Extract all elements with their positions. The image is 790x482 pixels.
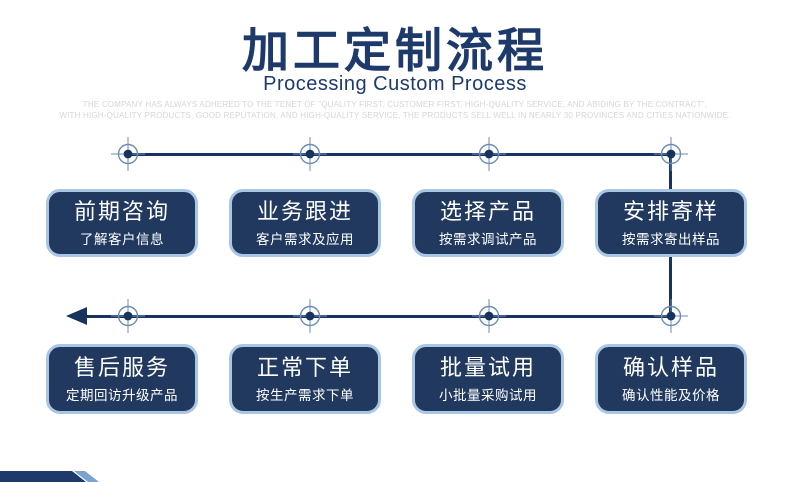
flow-step-subtitle: 定期回访升级产品 (66, 387, 178, 403)
tagline-line-1: THE COMPANY HAS ALWAYS ADHERED TO THE TE… (82, 100, 708, 109)
crosshair-node-icon (293, 299, 327, 333)
flow-step-subtitle: 了解客户信息 (80, 231, 164, 247)
tagline-line-2: WITH HIGH-QUALITY PRODUCTS, GOOD REPUTAT… (59, 111, 731, 120)
flow-step-box: 正常下单 按生产需求下单 (229, 344, 381, 414)
flow-arrow-left-icon (66, 307, 87, 325)
flow-step-title: 业务跟进 (256, 198, 353, 224)
flow-step-subtitle: 小批量采购试用 (439, 387, 537, 403)
crosshair-node-icon (293, 137, 327, 171)
page-title: 加工定制流程 (242, 24, 548, 77)
flow-step-title: 前期咨询 (73, 198, 170, 224)
flow-step-box: 业务跟进 客户需求及应用 (229, 189, 381, 257)
crosshair-node-icon (472, 299, 506, 333)
flow-step-title: 确认样品 (622, 354, 719, 380)
flow-step-box: 选择产品 按需求调试产品 (412, 189, 564, 257)
flow-step-subtitle: 确认性能及价格 (622, 387, 720, 403)
crosshair-node-icon (654, 299, 688, 333)
flow-step-subtitle: 按需求寄出样品 (622, 231, 720, 247)
flow-step-box: 售后服务 定期回访升级产品 (46, 344, 198, 414)
corner-decoration-dark-shape (0, 471, 86, 482)
crosshair-node-icon (111, 299, 145, 333)
corner-decoration (0, 471, 100, 482)
flow-step-box: 批量试用 小批量采购试用 (412, 344, 564, 414)
crosshair-node-icon (111, 137, 145, 171)
flow-step-title: 批量试用 (439, 354, 536, 380)
corner-decoration-light-shape (74, 471, 99, 482)
flow-step-subtitle: 按生产需求下单 (256, 387, 354, 403)
tagline: THE COMPANY HAS ALWAYS ADHERED TO THE TE… (0, 99, 790, 121)
flow-step-subtitle: 客户需求及应用 (256, 231, 354, 247)
flow-step-title: 安排寄样 (622, 198, 719, 224)
crosshair-node-icon (654, 137, 688, 171)
connector-line-top (128, 153, 671, 156)
flow-step-box: 前期咨询 了解客户信息 (46, 189, 198, 257)
connector-line-bottom (84, 315, 671, 318)
page-subtitle: Processing Custom Process (263, 73, 527, 95)
flow-step-box: 安排寄样 按需求寄出样品 (595, 189, 747, 257)
crosshair-node-icon (472, 137, 506, 171)
flow-step-box: 确认样品 确认性能及价格 (595, 344, 747, 414)
flow-step-title: 售后服务 (73, 354, 170, 380)
flow-step-subtitle: 按需求调试产品 (439, 231, 537, 247)
flow-step-title: 选择产品 (439, 198, 536, 224)
flow-step-title: 正常下单 (256, 354, 353, 380)
